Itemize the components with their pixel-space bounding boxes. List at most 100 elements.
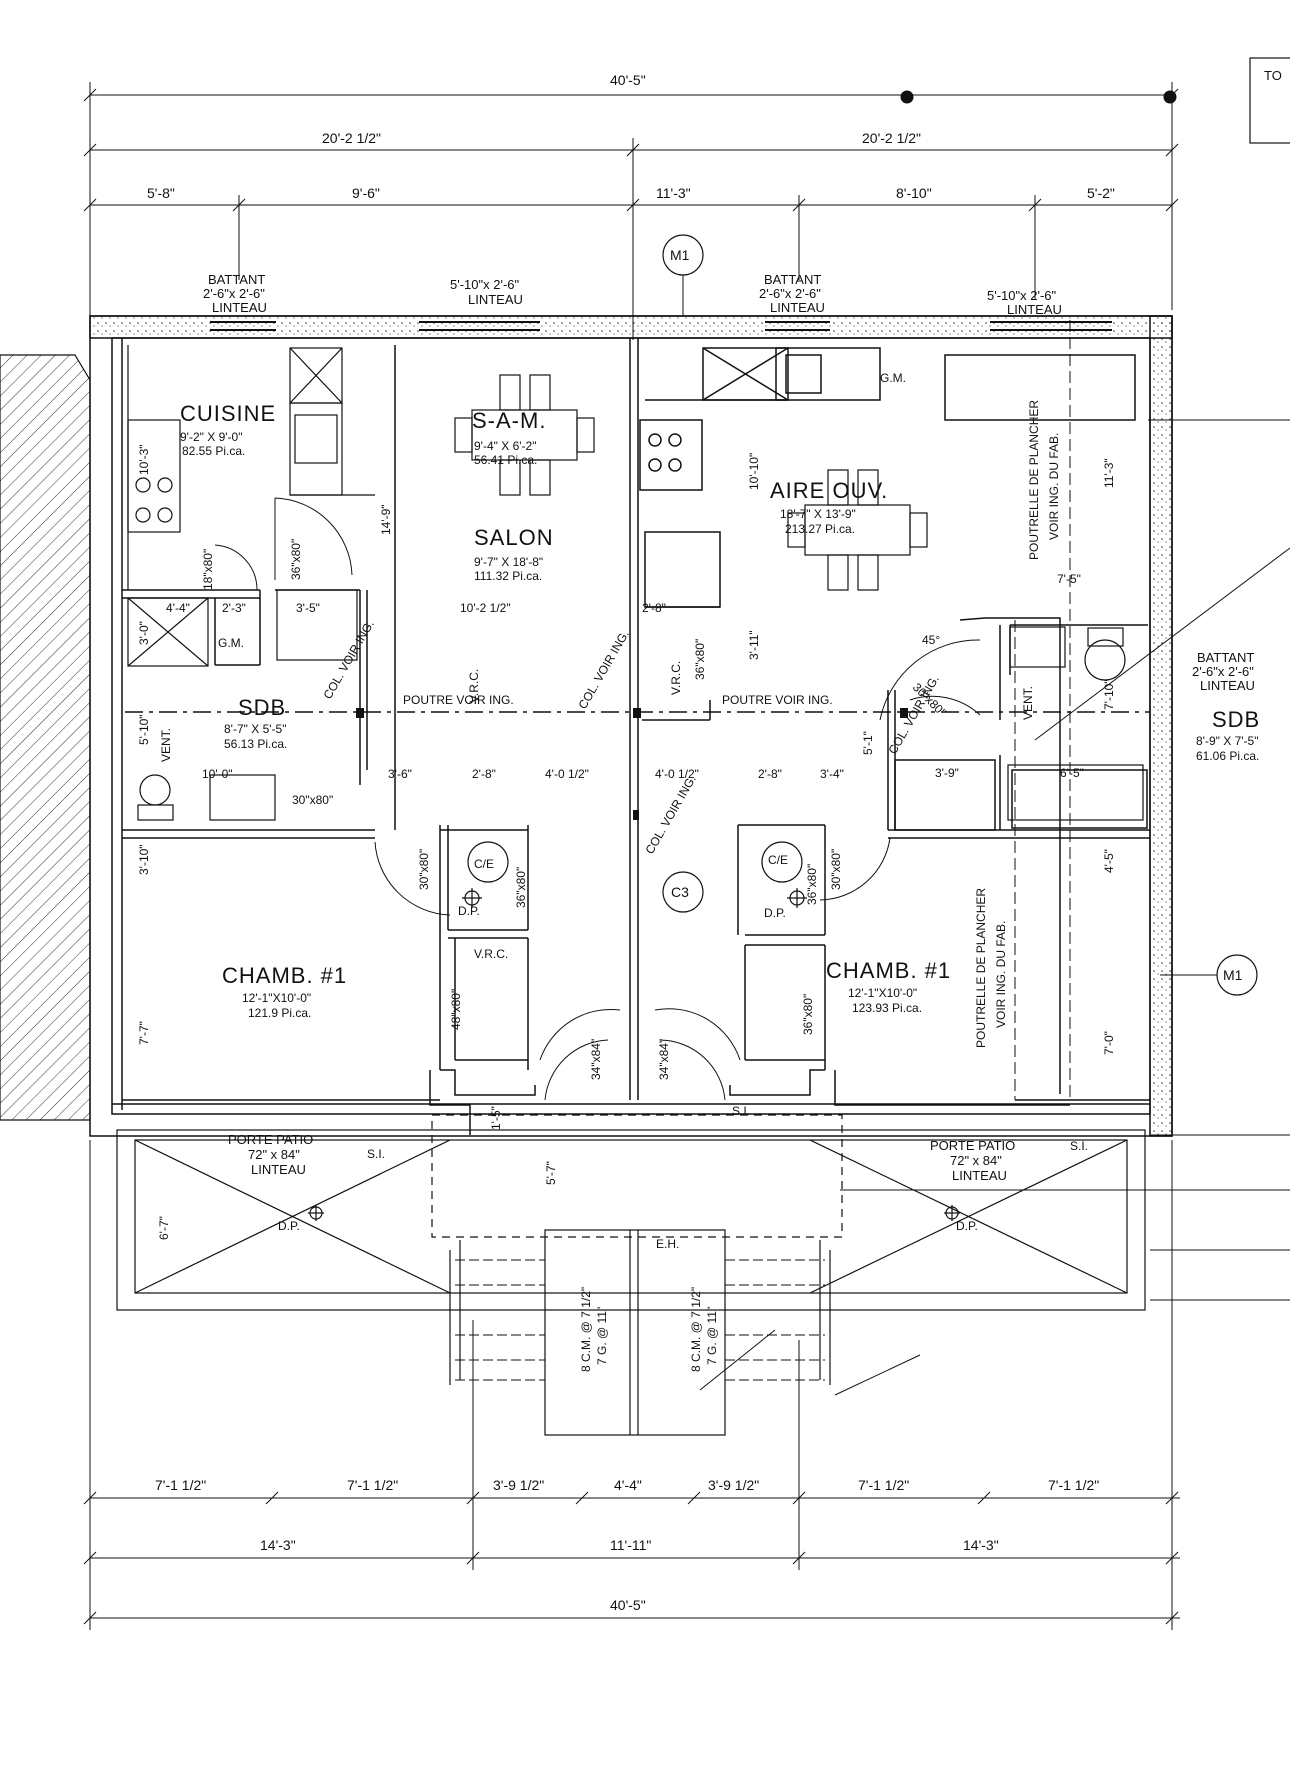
dim-36x80-e: 36"x80" [801, 994, 815, 1035]
room-cuisine-size: 9'-2" X 9'-0" [180, 430, 242, 444]
room-sdb-right-area: 61.06 Pi.ca. [1196, 749, 1259, 763]
dim-36x80-d: 36"x80" [805, 864, 819, 905]
room-sam-name: S-A-M. [472, 408, 546, 433]
stairs [449, 1229, 831, 1436]
opening-labels: BATTANT 2'-6"x 2'-6" LINTEAU 5'-10"x 2'-… [203, 272, 1255, 1183]
patio-1-title: PORTE PATIO [228, 1132, 313, 1147]
room-chamb-left-name: CHAMB. #1 [222, 963, 347, 988]
room-sdb-right-size: 8'-9" X 7'-5" [1196, 734, 1258, 748]
room-chamb-right-name: CHAMB. #1 [826, 958, 951, 983]
battant-2-size: 2'-6"x 2'-6" [759, 286, 821, 301]
dim-1-5: 1'-5" [489, 1106, 503, 1130]
battant-3-size: 2'-6"x 2'-6" [1192, 664, 1254, 679]
note-col-2: COL. VOIR ING. [575, 628, 631, 712]
dim-7-10: 7'-10" [1102, 679, 1116, 710]
interior-dimensions: 10'-3" 18"x80" 36"x80" 14'-9" 4'-4" 2'-3… [137, 444, 1116, 1240]
bottom-dimensions: 7'-1 1/2" 7'-1 1/2" 3'-9 1/2" 4'-4" 3'-9… [83, 1140, 1180, 1630]
note-vrc-left-2: V.R.C. [467, 669, 481, 703]
right-bath-fixtures [1007, 626, 1144, 821]
note-poutrelle-top-2: VOIR ING. DU FAB. [1047, 433, 1061, 540]
room-salon-area: 111.32 Pi.ca. [474, 569, 542, 583]
marker-c3 [662, 871, 704, 913]
note-vrc-right: V.R.C. [669, 661, 683, 695]
stair-treads [455, 1259, 825, 1381]
dim-5-10: 5'-10" [137, 714, 151, 745]
room-sdb-left-area: 56.13 Pi.ca. [224, 737, 287, 751]
adjacent-building-hatch [0, 354, 91, 1121]
note-vent-right: VENT. [1021, 686, 1035, 720]
note-dp-2: D.P. [764, 906, 786, 920]
dim-overall-bottom: 40'-5" [610, 1597, 646, 1613]
dim-bottom-seg-5: 3'-9 1/2" [708, 1477, 759, 1493]
note-stair-right-2: 7 G. @ 11" [705, 1307, 719, 1365]
dim-14-9: 14'-9" [379, 504, 393, 535]
dim-top-seg-5: 5'-2" [1087, 185, 1115, 201]
dim-bottom-seg-3: 3'-9 1/2" [493, 1477, 544, 1493]
dim-3-10: 3'-10" [137, 844, 151, 875]
dim-11-3: 11'-3" [1102, 458, 1116, 488]
room-cuisine-name: CUISINE [180, 401, 276, 426]
battant-3-lintel: LINTEAU [1200, 678, 1255, 693]
room-chamb-right-size: 12'-1"X10'-0" [848, 986, 917, 1000]
left-dining-table [454, 374, 595, 496]
marker-c3-label: C3 [671, 884, 689, 900]
note-dp-1: D.P. [458, 904, 480, 918]
dim-10-10: 10'-10" [747, 453, 761, 490]
dim-4-0-a: 4'-0 1/2" [545, 767, 589, 781]
dim-6-5: 6'-5" [1060, 766, 1084, 780]
marker-m1-right-label: M1 [1223, 967, 1243, 983]
dim-2-8-a: 2'-8" [472, 767, 496, 781]
room-aire-size: 18'-7" X 13'-9" [780, 507, 856, 521]
room-salon-size: 9'-7" X 18'-8" [474, 555, 543, 569]
room-chamb-right-area: 123.93 Pi.ca. [852, 1001, 922, 1015]
dim-10-0: 10'-0" [202, 767, 233, 781]
patio-2-lintel: LINTEAU [952, 1168, 1007, 1183]
dim-18x80: 18"x80" [201, 549, 215, 590]
dim-overall-top: 40'-5" [610, 72, 646, 88]
note-poutre-right: POUTRE VOIR ING. [722, 693, 833, 707]
right-dining-table [787, 469, 928, 591]
window-2-size: 5'-10"x 2'-6" [987, 288, 1056, 303]
dim-bottom-mid-1: 14'-3" [260, 1537, 296, 1553]
room-sam-area: 56.41 Pi.ca. [474, 453, 537, 467]
dim-3-11: 3'-11" [747, 630, 761, 660]
top-dimensions: 40'-5" 20'-2 1/2" 20'-2 1/2" 5'-8" 9'-6"… [83, 72, 1179, 340]
dim-36x80-a: 36"x80" [289, 539, 303, 580]
note-poutrelle-bottom: POUTRELLE DE PLANCHER [974, 888, 988, 1048]
note-ce-left: C/E [474, 857, 494, 871]
dim-bottom-mid-3: 14'-3" [963, 1537, 999, 1553]
dim-2-3: 2'-3" [222, 601, 246, 615]
patio-1-lintel: LINTEAU [251, 1162, 306, 1177]
note-col-3: COL. VOIR ING. [642, 773, 698, 857]
room-salon-name: SALON [474, 525, 554, 550]
left-door-swings [214, 497, 621, 1101]
battant-2-title: BATTANT [764, 272, 821, 287]
exterior-walls [89, 315, 1173, 1137]
room-chamb-left-area: 121.9 Pi.ca. [248, 1006, 311, 1020]
dim-4-0-b: 4'-0 1/2" [655, 767, 699, 781]
dim-4-5: 4'-5" [1102, 849, 1116, 873]
dim-half-left: 20'-2 1/2" [322, 130, 381, 146]
note-stair-left-2: 7 G. @ 11" [595, 1307, 609, 1365]
top-windows [210, 321, 1112, 331]
dim-5-1: 5'-1" [861, 731, 875, 755]
dim-3-4: 3'-4" [820, 767, 844, 781]
note-si-1: S.I. [367, 1147, 385, 1161]
patio-1-size: 72" x 84" [248, 1147, 300, 1162]
dim-7-5: 7'-5" [1057, 572, 1081, 586]
note-si-3: S.I. [1070, 1139, 1088, 1153]
dim-3-6: 3'-6" [388, 767, 412, 781]
battant-1-title: BATTANT [208, 272, 265, 287]
dim-36x80-c: 36"x80" [693, 639, 707, 680]
dim-bottom-seg-2: 7'-1 1/2" [347, 1477, 398, 1493]
left-unit-walls [122, 345, 536, 1135]
room-sdb-left-size: 8'-7" X 5'-5" [224, 722, 286, 736]
patio-2-size: 72" x 84" [950, 1153, 1002, 1168]
battant-3-title: BATTANT [1197, 650, 1254, 665]
right-door-swings [654, 639, 981, 1101]
dim-bottom-seg-7: 7'-1 1/2" [1048, 1477, 1099, 1493]
note-dp-4: D.P. [956, 1219, 978, 1233]
note-si-2: S.I. [732, 1104, 750, 1118]
room-labels: CUISINE 9'-2" X 9'-0" 82.55 Pi.ca. S-A-M… [180, 401, 1259, 1020]
note-eh: E.H. [656, 1237, 679, 1251]
